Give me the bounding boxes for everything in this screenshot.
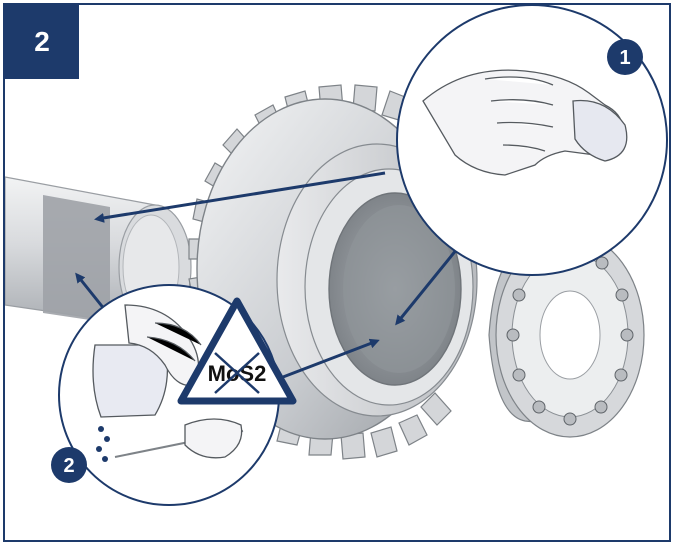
shaft-contact-zone	[43, 195, 110, 323]
arrow-warning-to-bore	[282, 338, 380, 379]
callout-badge-2: 2	[51, 447, 87, 483]
hand-with-cloth-icon	[422, 69, 628, 176]
detail-circle-clean	[396, 5, 668, 276]
no-mos2-warning: MoS2	[177, 297, 297, 405]
oil-drops-icon	[96, 426, 110, 462]
step-number-badge: 2	[5, 5, 79, 79]
arrow-to-bore	[395, 248, 459, 326]
assembly-illustration: MoS2 1 2	[5, 5, 668, 506]
illustration-frame: 2	[3, 3, 671, 542]
arrow-to-shaft	[94, 171, 386, 223]
shrink-disc	[488, 232, 645, 438]
callout-number-2: 2	[63, 455, 74, 477]
callout-badge-1: 1	[607, 39, 643, 75]
callout-number-1: 1	[619, 47, 630, 69]
hand-with-oil-cloth-icon	[92, 304, 244, 459]
